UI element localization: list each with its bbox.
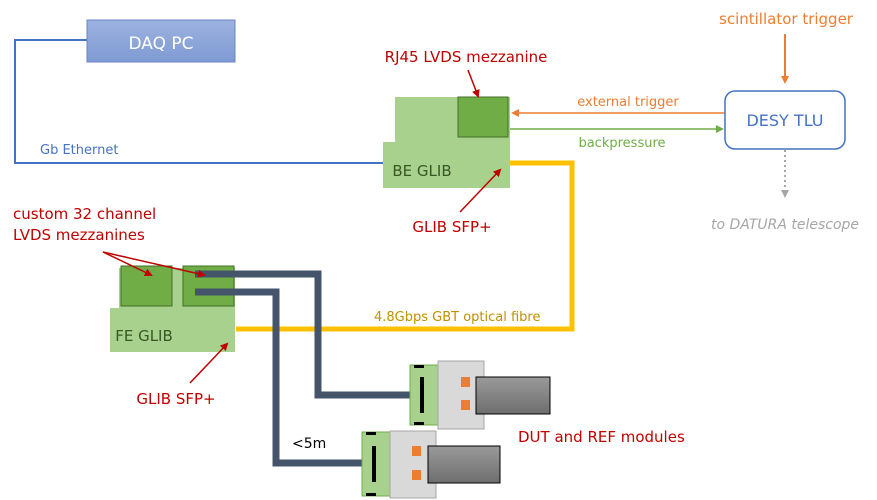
module-lower [361, 430, 501, 499]
telescope-label: to DATURA telescope [711, 217, 859, 233]
module-lower-icon [427, 445, 501, 484]
mezz-callout-arrow-left [102, 251, 153, 277]
gb-ethernet-label: Gb Ethernet [40, 143, 118, 158]
fe-sfp-callout-arrow [189, 342, 229, 384]
module-upper-icon [475, 376, 551, 415]
mezz-callout-arrow-right [102, 251, 206, 278]
custom-mezzanine-label-line2: LVDS mezzanines [13, 226, 145, 244]
rj45-label: RJ45 LVDS mezzanine [385, 48, 548, 66]
optical-fibre [236, 160, 575, 332]
fe-mezzanine-left [120, 265, 173, 307]
be-sfp-label: GLIB SFP+ [412, 218, 491, 236]
fibre-label: 4.8Gbps GBT optical fibre [374, 310, 541, 325]
fe-sfp-label: GLIB SFP+ [136, 390, 215, 408]
desy-tlu-label: DESY TLU [746, 111, 823, 130]
custom-mezzanine-label-line1: custom 32 channel [13, 205, 156, 223]
backpressure-label: backpressure [578, 136, 665, 151]
daq-pc-label: DAQ PC [128, 34, 193, 54]
module-upper-connector-icon [420, 377, 424, 413]
desy-tlu-box [724, 90, 846, 150]
be-sfp-callout-arrow [459, 168, 502, 213]
be-glib-label: BE GLIB [392, 162, 451, 180]
scintillator-label: scintillator trigger [719, 10, 854, 28]
ribbon-cable-upper [233, 270, 410, 399]
module-upper [409, 360, 551, 430]
ethernet-cable [14, 39, 388, 164]
be-rj45-mezzanine [457, 96, 509, 138]
rj45-callout-arrow [467, 69, 480, 98]
module-lower-connector-icon [372, 446, 376, 482]
ribbon-cable-lower [233, 288, 362, 467]
external-trigger-label: external trigger [577, 95, 679, 110]
dut-ref-label: DUT and REF modules [518, 428, 685, 446]
daq-pc-box [86, 19, 236, 63]
cable-length-label: <5m [292, 436, 326, 452]
fe-glib-label: FE GLIB [115, 327, 173, 345]
